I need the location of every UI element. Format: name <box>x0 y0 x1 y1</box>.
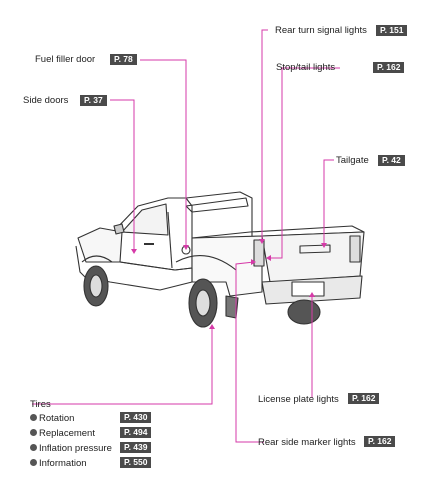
leader-fuel-filler <box>140 59 187 246</box>
cab-window <box>121 203 169 236</box>
leader-stop-tail <box>268 67 340 259</box>
fuel-filler-label: Fuel filler door <box>35 54 96 65</box>
tires-title: Tires <box>30 399 51 410</box>
tailgate-label: Tailgate <box>336 155 369 166</box>
tailgate-page[interactable]: P. 42 <box>378 155 405 166</box>
bullet-icon <box>30 459 37 466</box>
rear-wheel-right <box>287 299 321 325</box>
left-taillight <box>253 239 265 267</box>
tires-item-page[interactable]: P. 430 <box>120 412 152 423</box>
tires-item-information: Information <box>30 458 87 470</box>
rear-side-marker-label: Rear side marker lights <box>258 437 356 448</box>
leader-tires <box>32 328 213 405</box>
license-plate <box>291 281 325 297</box>
tires-item-page[interactable]: P. 494 <box>120 427 152 438</box>
tires-item-inflation: Inflation pressure <box>30 443 112 455</box>
stop-tail-page[interactable]: P. 162 <box>373 62 405 73</box>
bullet-icon <box>30 444 37 451</box>
leader-rear-side-marker <box>235 261 264 443</box>
truck-illustration <box>75 191 365 328</box>
side-mirror <box>113 223 125 235</box>
right-taillight <box>349 235 361 263</box>
tires-item-label: Inflation pressure <box>39 443 112 454</box>
rear-window <box>185 197 249 213</box>
bullet-icon <box>30 414 37 421</box>
leader-side-doors <box>110 99 135 250</box>
bullet-icon <box>30 429 37 436</box>
rear-turn-signal-page[interactable]: P. 151 <box>376 25 408 36</box>
side-doors-page[interactable]: P. 37 <box>80 95 107 106</box>
tailgate-shape <box>261 231 365 283</box>
leader-lines <box>32 29 340 443</box>
front-fender <box>81 255 113 263</box>
rear-fender <box>175 255 237 271</box>
tires-item-replacement: Replacement <box>30 428 95 440</box>
leader-rear-turn-signal <box>261 29 268 240</box>
license-plate-page[interactable]: P. 162 <box>348 393 380 404</box>
tires-item-label: Information <box>39 458 87 469</box>
tailgate-handle <box>299 244 331 254</box>
hood <box>77 227 123 263</box>
tires-item-label: Rotation <box>39 413 75 424</box>
leader-tailgate <box>323 159 334 244</box>
license-plate-label: License plate lights <box>258 394 339 405</box>
tires-item-label: Replacement <box>39 428 95 439</box>
tires-item-rotation: Rotation <box>30 413 74 425</box>
tires-item-page[interactable]: P. 550 <box>120 457 152 468</box>
leader-arrows <box>131 239 327 329</box>
rear-turn-signal-label: Rear turn signal lights <box>275 25 367 36</box>
rear-side-marker-page[interactable]: P. 162 <box>364 436 396 447</box>
door-line <box>167 211 173 269</box>
stop-tail-label: Stop/tail lights <box>276 62 336 73</box>
tires-item-page[interactable]: P. 439 <box>120 442 152 453</box>
side-doors-label: Side doors <box>23 95 69 106</box>
body-lower <box>86 261 193 291</box>
rear-wheel-left <box>188 278 218 328</box>
front-wheel <box>83 265 109 307</box>
fuel-filler-page[interactable]: P. 78 <box>110 54 137 65</box>
